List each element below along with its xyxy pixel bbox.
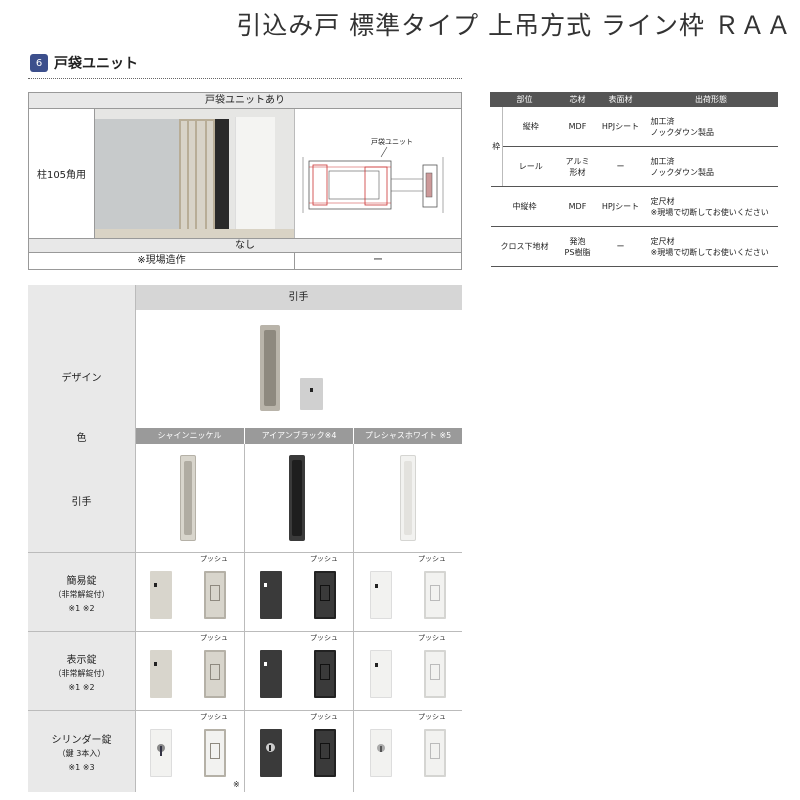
spec-cell-core: アルミ形材 [558, 146, 597, 187]
grid-line [28, 631, 462, 632]
indicator-lock-label: 表示錠 （非常解錠付） ※1 ※2 [53, 655, 110, 692]
spec-cell-shipping: 加工済ノックダウン製品 [644, 106, 778, 147]
unit-header: 戸袋ユニットあり [29, 93, 461, 109]
indicator-lock-nickel-push-plate [204, 650, 226, 698]
color-label: 色 [76, 433, 87, 444]
indicator-lock-black-plate [260, 650, 282, 698]
frame-spec-table: 部位 芯材 表面材 出荷形態 枠 縦枠 MDF HPJシート 加工済ノックダウン… [490, 92, 778, 267]
cylinder-lock-nickel-plate [150, 729, 172, 777]
grid-line [28, 710, 462, 711]
handle-header: 引手 [135, 285, 462, 310]
grid-line [135, 285, 136, 792]
section-header: 6 戸袋ユニット [30, 53, 138, 73]
push-label: プッシュ [200, 555, 228, 563]
push-label: プッシュ [310, 634, 338, 642]
cylinder-lock-black-push-plate [314, 729, 336, 777]
simple-lock-black-plate [260, 571, 282, 619]
handle-white-image [400, 455, 416, 541]
indicator-lock-black-push-plate [314, 650, 336, 698]
spec-cell-part: 縦枠 [502, 106, 559, 147]
spec-cell-surface: HPJシート [596, 106, 645, 147]
pocket-unit-drawing: 戸袋ユニット [295, 109, 461, 238]
plan-section-drawing [302, 146, 444, 213]
push-label: プッシュ [310, 555, 338, 563]
handle-nickel-image [180, 455, 196, 541]
design-label: デザイン [61, 373, 102, 384]
drawing-label: 戸袋ユニット [371, 138, 413, 146]
push-label: プッシュ [418, 713, 446, 721]
grid-line [353, 444, 354, 792]
footnote-mark: ※ [233, 780, 240, 789]
handle-black-image [289, 455, 305, 541]
label-column [28, 285, 135, 792]
section-divider [28, 78, 462, 79]
grid-line [28, 552, 462, 553]
pocket-unit-table: 戸袋ユニットあり 柱105角用 戸袋ユニット [28, 92, 462, 270]
spec-header-core: 芯材 [558, 92, 597, 107]
spec-cell-surface: HPJシート [596, 186, 645, 227]
unit-dash: ー [373, 255, 383, 266]
spec-header-part: 部位 [490, 92, 559, 107]
push-label: プッシュ [310, 713, 338, 721]
design-plate-image [300, 378, 323, 410]
push-label: プッシュ [418, 555, 446, 563]
push-label: プッシュ [200, 713, 228, 721]
section-title: 戸袋ユニット [54, 56, 138, 72]
simple-lock-white-push-plate [424, 571, 446, 619]
simple-lock-black-push-plate [314, 571, 336, 619]
unit-row-label: 柱105角用 [29, 109, 95, 238]
indicator-lock-white-plate [370, 650, 392, 698]
spec-cell-core: MDF [558, 186, 597, 227]
grid-line [244, 444, 245, 792]
spec-cell-surface: ー [596, 146, 645, 187]
push-label: プッシュ [418, 634, 446, 642]
spec-header-surface: 表面材 [596, 92, 645, 107]
unit-site-note: ※現場造作 [29, 253, 295, 269]
unit-none-row: なし [29, 239, 461, 253]
cylinder-lock-label: シリンダー錠 （鍵 3本入） ※1 ※3 [51, 735, 112, 772]
pocket-unit-photo [95, 109, 295, 238]
simple-lock-nickel-push-plate [204, 571, 226, 619]
spec-cell-shipping: 定尺材※現場で切断してお使いください [644, 226, 778, 267]
spec-group-label: 枠 [490, 106, 503, 187]
handle-label: 引手 [71, 497, 92, 508]
section-number-badge: 6 [30, 54, 48, 72]
simple-lock-nickel-plate [150, 571, 172, 619]
push-label: プッシュ [200, 634, 228, 642]
spec-cell-part: 中縦枠 [490, 186, 559, 227]
color-white: プレシャスホワイト ※5 [354, 428, 462, 444]
spec-cell-surface: ー [596, 226, 645, 267]
cylinder-lock-black-plate [260, 729, 282, 777]
handle-table: 引手 デザイン 色 引手 簡易錠 （非常解錠付） ※1 ※2 表示錠 （非常解錠… [28, 285, 462, 792]
color-nickel: シャインニッケル [135, 428, 244, 444]
spec-cell-shipping: 加工済ノックダウン製品 [644, 146, 778, 187]
design-handle-image [260, 325, 280, 411]
simple-lock-white-plate [370, 571, 392, 619]
indicator-lock-white-push-plate [424, 650, 446, 698]
simple-lock-label: 簡易錠 （非常解錠付） ※1 ※2 [53, 576, 110, 613]
cylinder-lock-white-push-plate [424, 729, 446, 777]
spec-cell-shipping: 定尺材※現場で切断してお使いください [644, 186, 778, 227]
spec-header-shipping: 出荷形態 [644, 92, 778, 107]
color-black: アイアンブラック※4 [245, 428, 353, 444]
cylinder-lock-white-plate [370, 729, 392, 777]
spec-cell-part: レール [502, 146, 559, 187]
spec-cell-part: クロス下地材 [490, 226, 559, 267]
page-title: 引込み戸 標準タイプ 上吊方式 ライン枠 ＲＡＡ [236, 11, 792, 40]
cylinder-lock-nickel-push-plate [204, 729, 226, 777]
indicator-lock-nickel-plate [150, 650, 172, 698]
spec-cell-core: MDF [558, 106, 597, 147]
